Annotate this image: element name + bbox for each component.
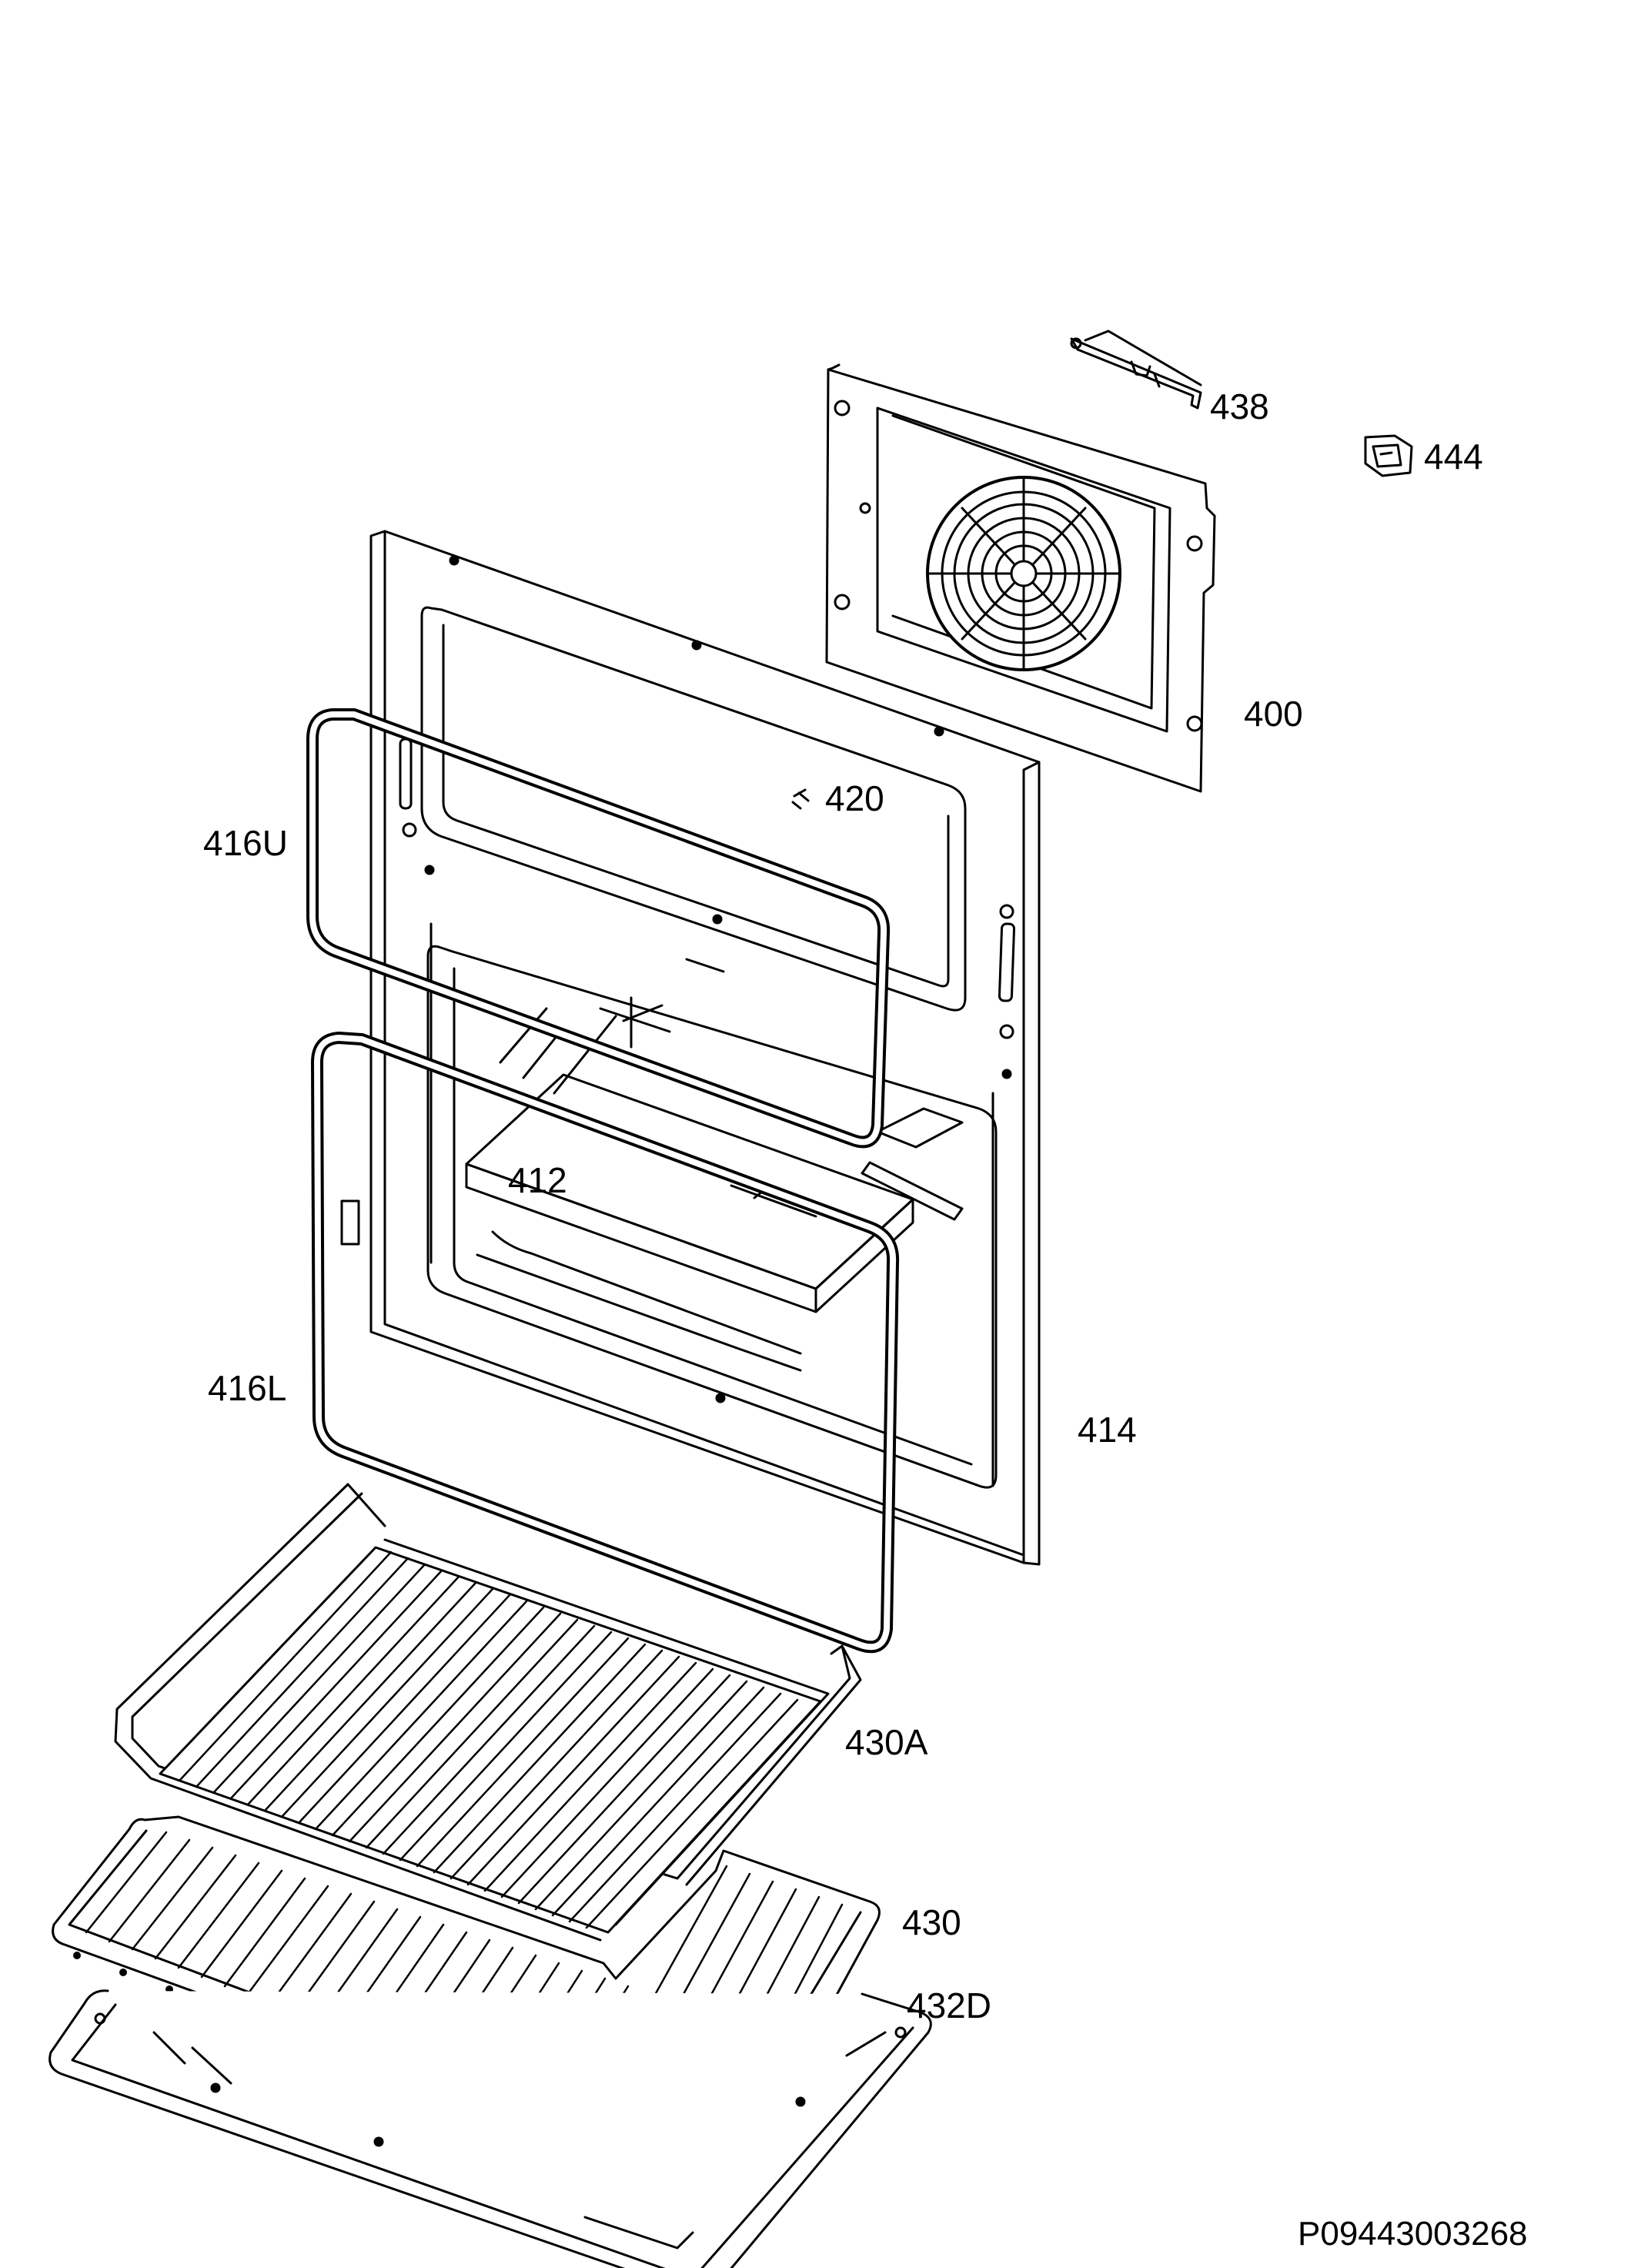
label-part-416U: 416U bbox=[203, 823, 288, 863]
part-414-cavity-frame bbox=[369, 530, 1041, 1566]
label-part-400: 400 bbox=[1244, 694, 1303, 734]
label-part-420: 420 bbox=[825, 778, 884, 818]
label-part-430: 430 bbox=[902, 1902, 961, 1942]
document-code: P09443003268 bbox=[1298, 2215, 1528, 2253]
part-444-clip bbox=[1364, 434, 1413, 477]
part-416L-lower-seal bbox=[311, 1032, 900, 1654]
part-438-bracket bbox=[1070, 329, 1202, 410]
label-part-412: 412 bbox=[508, 1160, 567, 1200]
label-part-414: 414 bbox=[1078, 1410, 1137, 1450]
label-part-438: 438 bbox=[1210, 386, 1269, 427]
part-416U-upper-seal bbox=[306, 708, 891, 1149]
label-part-430A: 430A bbox=[845, 1722, 928, 1762]
part-430A-wire-shelf bbox=[114, 1483, 862, 1942]
part-432D-baking-tray bbox=[48, 1989, 932, 2268]
part-412-cavity-interior bbox=[340, 922, 994, 1487]
label-part-444: 444 bbox=[1424, 437, 1483, 477]
label-part-416L: 416L bbox=[208, 1368, 287, 1408]
part-420-screw bbox=[791, 788, 810, 810]
part-400-back-panel bbox=[825, 363, 1216, 793]
label-part-432D: 432D bbox=[907, 1985, 991, 2025]
